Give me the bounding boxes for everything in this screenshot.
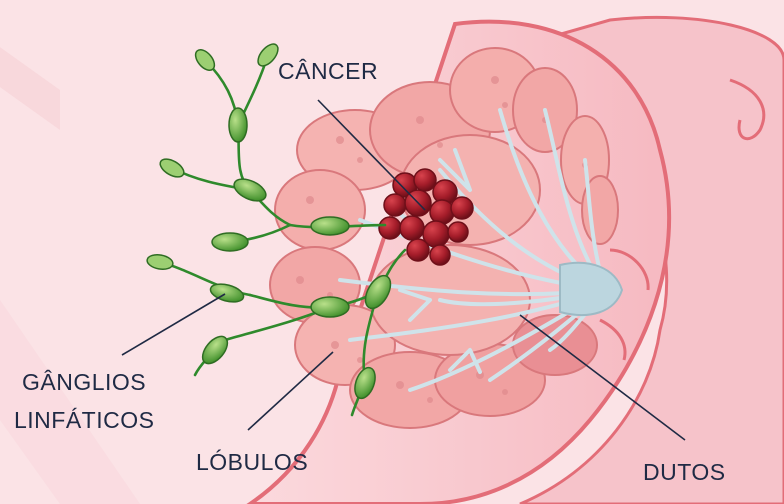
label-lobules: LÓBULOS (196, 448, 308, 477)
label-lymph-nodes-line2: LINFÁTICOS (14, 406, 154, 435)
label-lymph-nodes-line1: GÂNGLIOS (22, 368, 146, 397)
label-ducts: DUTOS (643, 458, 726, 487)
label-cancer: CÂNCER (278, 57, 378, 86)
lobules-leader-line (248, 352, 333, 430)
